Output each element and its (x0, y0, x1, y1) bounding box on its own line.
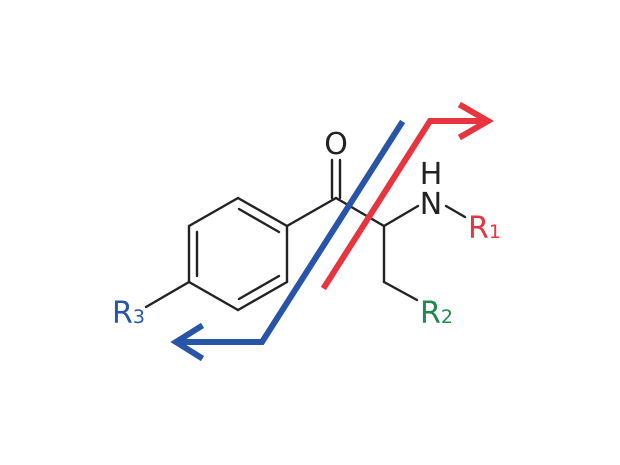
ring-inner-bond-2 (237, 274, 281, 301)
r2-index: 2 (441, 306, 453, 328)
hydrogen-atom-label: H (420, 157, 443, 192)
r1-base: R (468, 211, 489, 246)
red-arrow-head-icon (457, 101, 495, 141)
blue-arrow-shaft (175, 119, 406, 345)
r3-base: R (112, 296, 133, 331)
blue-cleavage-arrow (170, 119, 406, 362)
blue-arrow-head-icon (170, 322, 205, 362)
r3-bond (144, 280, 191, 309)
alpha-to-nitrogen-bond (382, 204, 420, 228)
ring-bond-4 (187, 280, 240, 312)
red-cleavage-arrow (320, 101, 495, 291)
beta-to-r2-bond (382, 280, 419, 302)
ring-bond-3 (236, 280, 289, 312)
red-arrow-shaft (320, 118, 489, 291)
ring-to-carbonyl-bond (285, 196, 338, 228)
r1-index: 1 (489, 221, 501, 243)
ring-bond-1 (236, 196, 289, 228)
ring-inner-bond-1 (237, 207, 281, 234)
carbonyl-to-alpha-bond (334, 196, 386, 228)
r3-index: 3 (133, 306, 145, 328)
oxygen-atom-label: O (324, 127, 348, 162)
r2-label: R2 (420, 296, 453, 331)
r3-label: R3 (112, 296, 145, 331)
ring-bond-6 (187, 196, 240, 228)
r1-label: R1 (468, 211, 501, 246)
nitrogen-to-r1-bond (444, 204, 467, 219)
r2-base: R (420, 296, 441, 331)
nitrogen-atom-label: N (420, 187, 442, 222)
benzene-ring (187, 196, 289, 312)
